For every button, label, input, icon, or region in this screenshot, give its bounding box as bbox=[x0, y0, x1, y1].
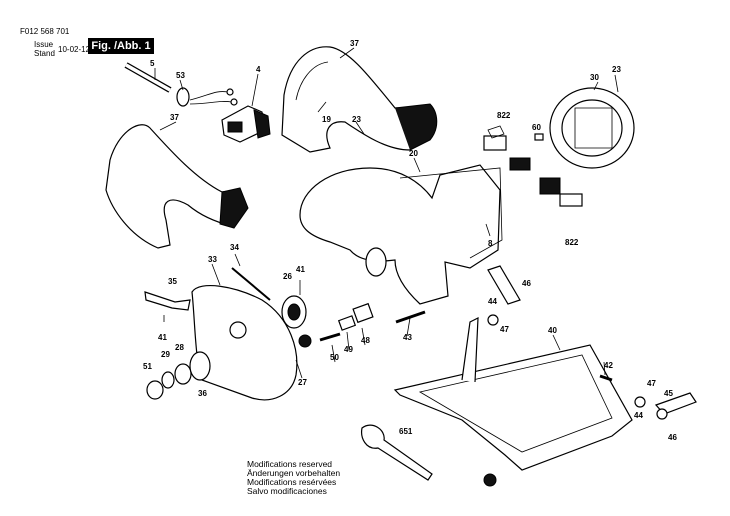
callout-37-left: 37 bbox=[170, 113, 179, 122]
callout-33: 33 bbox=[208, 255, 217, 264]
note-line-en: Modifications reserved bbox=[247, 459, 333, 469]
callout-41-a: 41 bbox=[296, 265, 305, 274]
callout-51: 51 bbox=[143, 362, 152, 371]
callout-37-top: 37 bbox=[350, 39, 359, 48]
part-37-handle-upper bbox=[281, 46, 438, 153]
callout-29: 29 bbox=[161, 350, 170, 359]
parts-washers-left bbox=[146, 351, 211, 400]
callout-34: 34 bbox=[230, 243, 239, 252]
part-60-plug bbox=[534, 133, 544, 141]
callout-36: 36 bbox=[198, 389, 207, 398]
callout-45: 45 bbox=[664, 389, 673, 398]
note-line-fr: Modifications resérvées bbox=[247, 477, 337, 487]
figure-title: Fig. /Abb. 1 bbox=[88, 38, 154, 54]
part-26-flange bbox=[281, 295, 307, 329]
callout-41-b: 41 bbox=[158, 333, 167, 342]
modification-notes: Modifications reserved Änderungen vorbeh… bbox=[247, 460, 340, 496]
callout-53: 53 bbox=[176, 71, 185, 80]
callout-4: 4 bbox=[256, 65, 261, 74]
callout-40: 40 bbox=[548, 326, 557, 335]
callout-50: 50 bbox=[330, 353, 339, 362]
parts-bolt-spacers bbox=[319, 302, 426, 342]
callout-47-b: 47 bbox=[647, 379, 656, 388]
callout-42: 42 bbox=[604, 361, 613, 370]
part-33-lower-guard bbox=[191, 267, 298, 401]
callout-47-a: 47 bbox=[500, 325, 509, 334]
callout-23-right: 23 bbox=[612, 65, 621, 74]
note-line-de: Änderungen vorbehalten bbox=[247, 468, 341, 478]
callout-26: 26 bbox=[283, 272, 292, 281]
part-53-cable bbox=[189, 88, 238, 106]
part-30-end-cover bbox=[549, 87, 635, 169]
part-35-lever bbox=[144, 291, 191, 311]
callout-60: 60 bbox=[532, 123, 541, 132]
part-822-brush-top bbox=[483, 125, 531, 171]
part-37-handle-lower bbox=[105, 124, 249, 249]
callout-651: 651 bbox=[399, 427, 413, 436]
part-5-shaft bbox=[124, 62, 190, 107]
note-line-es: Salvo modificaciones bbox=[247, 486, 327, 496]
stand-label: Stand bbox=[34, 49, 55, 58]
part-44-nut bbox=[487, 314, 499, 326]
callout-23-mid: 23 bbox=[352, 115, 361, 124]
callout-30: 30 bbox=[590, 73, 599, 82]
document-number: F012 568 701 bbox=[20, 27, 70, 36]
callout-35: 35 bbox=[168, 277, 177, 286]
callout-8: 8 bbox=[488, 239, 493, 248]
part-20-motor-housing bbox=[299, 164, 503, 305]
reference-x-marker-bottom bbox=[483, 473, 497, 487]
callout-5: 5 bbox=[150, 59, 155, 68]
issue-label: Issue bbox=[34, 40, 54, 49]
part-822-brush-bottom bbox=[539, 177, 583, 207]
part-651-wrench bbox=[361, 424, 433, 481]
parts-right-fasteners bbox=[599, 374, 697, 420]
leader-lines bbox=[154, 47, 619, 379]
callout-46-b: 46 bbox=[668, 433, 677, 442]
callout-44-a: 44 bbox=[488, 297, 497, 306]
callout-822-bottom: 822 bbox=[565, 238, 579, 247]
callout-822-top: 822 bbox=[497, 111, 511, 120]
part-4-switch bbox=[221, 105, 271, 143]
callout-48: 48 bbox=[361, 336, 370, 345]
callout-27: 27 bbox=[298, 378, 307, 387]
callout-20: 20 bbox=[409, 149, 418, 158]
callout-44-b: 44 bbox=[634, 411, 643, 420]
part-40-base-plate bbox=[393, 317, 633, 471]
callout-19: 19 bbox=[322, 115, 331, 124]
callout-49: 49 bbox=[344, 345, 353, 354]
part-46-bracket bbox=[487, 265, 521, 305]
callout-43: 43 bbox=[403, 333, 412, 342]
reference-x-marker-top bbox=[298, 334, 312, 348]
callout-28: 28 bbox=[175, 343, 184, 352]
callout-46-a: 46 bbox=[522, 279, 531, 288]
issue-date: 10-02-12 bbox=[58, 45, 91, 54]
